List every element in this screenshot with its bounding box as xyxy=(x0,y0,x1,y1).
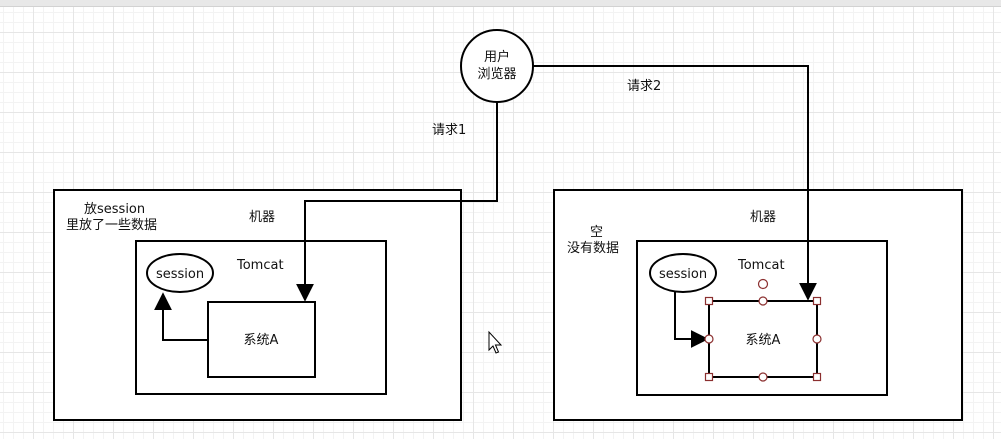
left-session-label: session xyxy=(156,267,204,282)
resize-handle-top-right[interactable] xyxy=(812,296,822,306)
left-system-a-label: 系统A xyxy=(244,333,279,348)
resize-handle-right[interactable] xyxy=(812,334,822,344)
resize-handle-top-left[interactable] xyxy=(704,296,714,306)
left-tomcat-label: Tomcat xyxy=(236,258,284,273)
left-system-a-node[interactable]: 系统A xyxy=(207,301,316,378)
user-browser-node[interactable]: 用户 浏览器 xyxy=(460,29,534,103)
right-system-a-node[interactable]: 系统A xyxy=(708,300,818,378)
right-session-label: session xyxy=(659,267,707,282)
request1-label: 请求1 xyxy=(432,123,466,138)
left-system-to-session-arrow[interactable] xyxy=(154,292,208,341)
left-session-node[interactable]: session xyxy=(146,253,214,293)
resize-handle-left[interactable] xyxy=(704,334,714,344)
right-tomcat-label: Tomcat xyxy=(737,258,785,273)
canvas-top-edge xyxy=(0,0,1001,7)
user-browser-label-line2: 浏览器 xyxy=(477,66,516,82)
right-machine-note-line2: 没有数据 xyxy=(567,241,619,256)
right-machine-title: 机器 xyxy=(750,210,776,225)
rotate-handle[interactable] xyxy=(757,278,769,290)
selection-handles[interactable] xyxy=(704,278,822,382)
right-system-a-label: 系统A xyxy=(746,333,781,348)
resize-handle-bottom[interactable] xyxy=(758,372,768,382)
left-machine-note-line1: 放session xyxy=(84,202,145,217)
request2-arrow[interactable] xyxy=(533,65,817,301)
resize-handle-top[interactable] xyxy=(758,296,768,306)
left-machine-note-line2: 里放了一些数据 xyxy=(66,218,157,233)
request1-arrow[interactable] xyxy=(296,102,498,302)
left-machine-title: 机器 xyxy=(249,210,275,225)
mouse-cursor-icon xyxy=(488,330,503,354)
request2-label: 请求2 xyxy=(627,79,661,94)
right-machine-note-line1: 空 xyxy=(590,225,603,240)
resize-handle-bottom-left[interactable] xyxy=(704,372,714,382)
resize-handle-bottom-right[interactable] xyxy=(812,372,822,382)
right-session-node[interactable]: session xyxy=(649,253,717,293)
user-browser-label-line1: 用户 xyxy=(484,49,510,65)
right-session-to-system-arrow[interactable] xyxy=(674,292,709,348)
